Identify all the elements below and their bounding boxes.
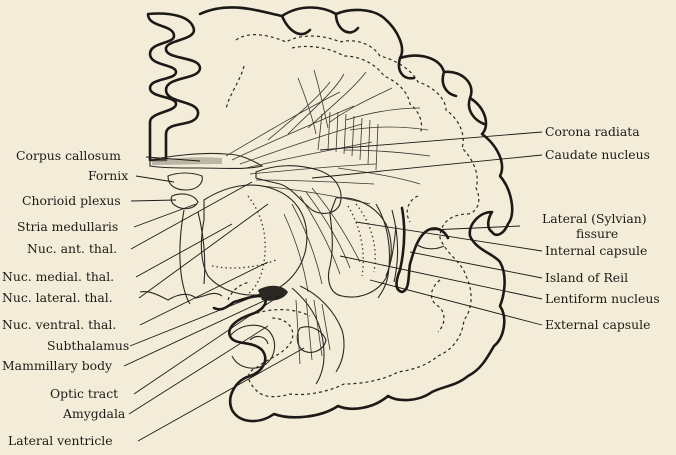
label-subthalamus: Subthalamus [47, 338, 129, 353]
inner-dashed-boundary [226, 46, 422, 134]
label-internal-capsule: Internal capsule [545, 243, 647, 258]
label-caudate-nucleus: Caudate nucleus [545, 147, 650, 162]
label-lentiform-nucleus: Lentiform nucleus [545, 291, 660, 306]
label-stria-medullaris: Stria medullaris [17, 219, 118, 234]
label-nuc-medial-thal: Nuc. medial. thal. [2, 269, 114, 284]
cortex-outline [200, 7, 512, 421]
cerebral-peduncle [292, 286, 344, 384]
label-optic-tract: Optic tract [50, 386, 118, 401]
label-fissure: fissure [576, 226, 618, 241]
label-nuc-ventral-thal: Nuc. ventral. thal. [2, 317, 116, 332]
label-chorioid-plexus: Chorioid plexus [22, 193, 121, 208]
label-lateral-sylvian: Lateral (Sylvian) [542, 211, 647, 226]
label-island-of-reil: Island of Reil [545, 270, 628, 285]
temporal-lobe-inner [230, 325, 275, 368]
sylvian-fissure-outline [397, 208, 449, 292]
label-external-capsule: External capsule [545, 317, 650, 332]
internal-medullary-lamina [248, 196, 265, 294]
chorioid-plexus-shape [171, 194, 198, 209]
lateral-ventricle-temporal-horn [250, 337, 268, 344]
thalamus-ventral-division [212, 260, 276, 268]
left-label-group: Corpus callosum Fornix Chorioid plexus S… [2, 148, 129, 448]
label-corona-radiata: Corona radiata [545, 124, 640, 139]
insula-dashed-boundary [407, 196, 444, 332]
label-nuc-lateral-thal: Nuc. lateral. thal. [2, 290, 113, 305]
lentiform-nucleus-shape [329, 198, 392, 297]
peduncle-striations [296, 298, 330, 364]
label-lateral-ventricle: Lateral ventricle [8, 433, 113, 448]
label-mammillary-body: Mammillary body [2, 358, 112, 373]
label-amygdala: Amygdala [62, 406, 126, 421]
label-corpus-callosum: Corpus callosum [16, 148, 121, 163]
claustrum-line [392, 210, 398, 282]
basal-cleft [140, 292, 222, 300]
label-fornix: Fornix [88, 168, 128, 183]
corona-radiata-fibers [226, 70, 430, 204]
right-label-group: Corona radiata Caudate nucleus Lateral (… [542, 124, 660, 332]
caudate-nucleus-shape [256, 166, 341, 214]
optic-tract-shape [297, 327, 326, 353]
lentiform-lamina [348, 204, 375, 276]
external-capsule-line [376, 204, 390, 298]
gray-white-boundary [236, 35, 479, 397]
label-nuc-ant-thal: Nuc. ant. thal. [27, 241, 117, 256]
subthalamus-shape [258, 286, 288, 301]
third-ventricle [180, 210, 205, 304]
gyral-notches [282, 14, 484, 124]
midline-outline [148, 14, 200, 160]
